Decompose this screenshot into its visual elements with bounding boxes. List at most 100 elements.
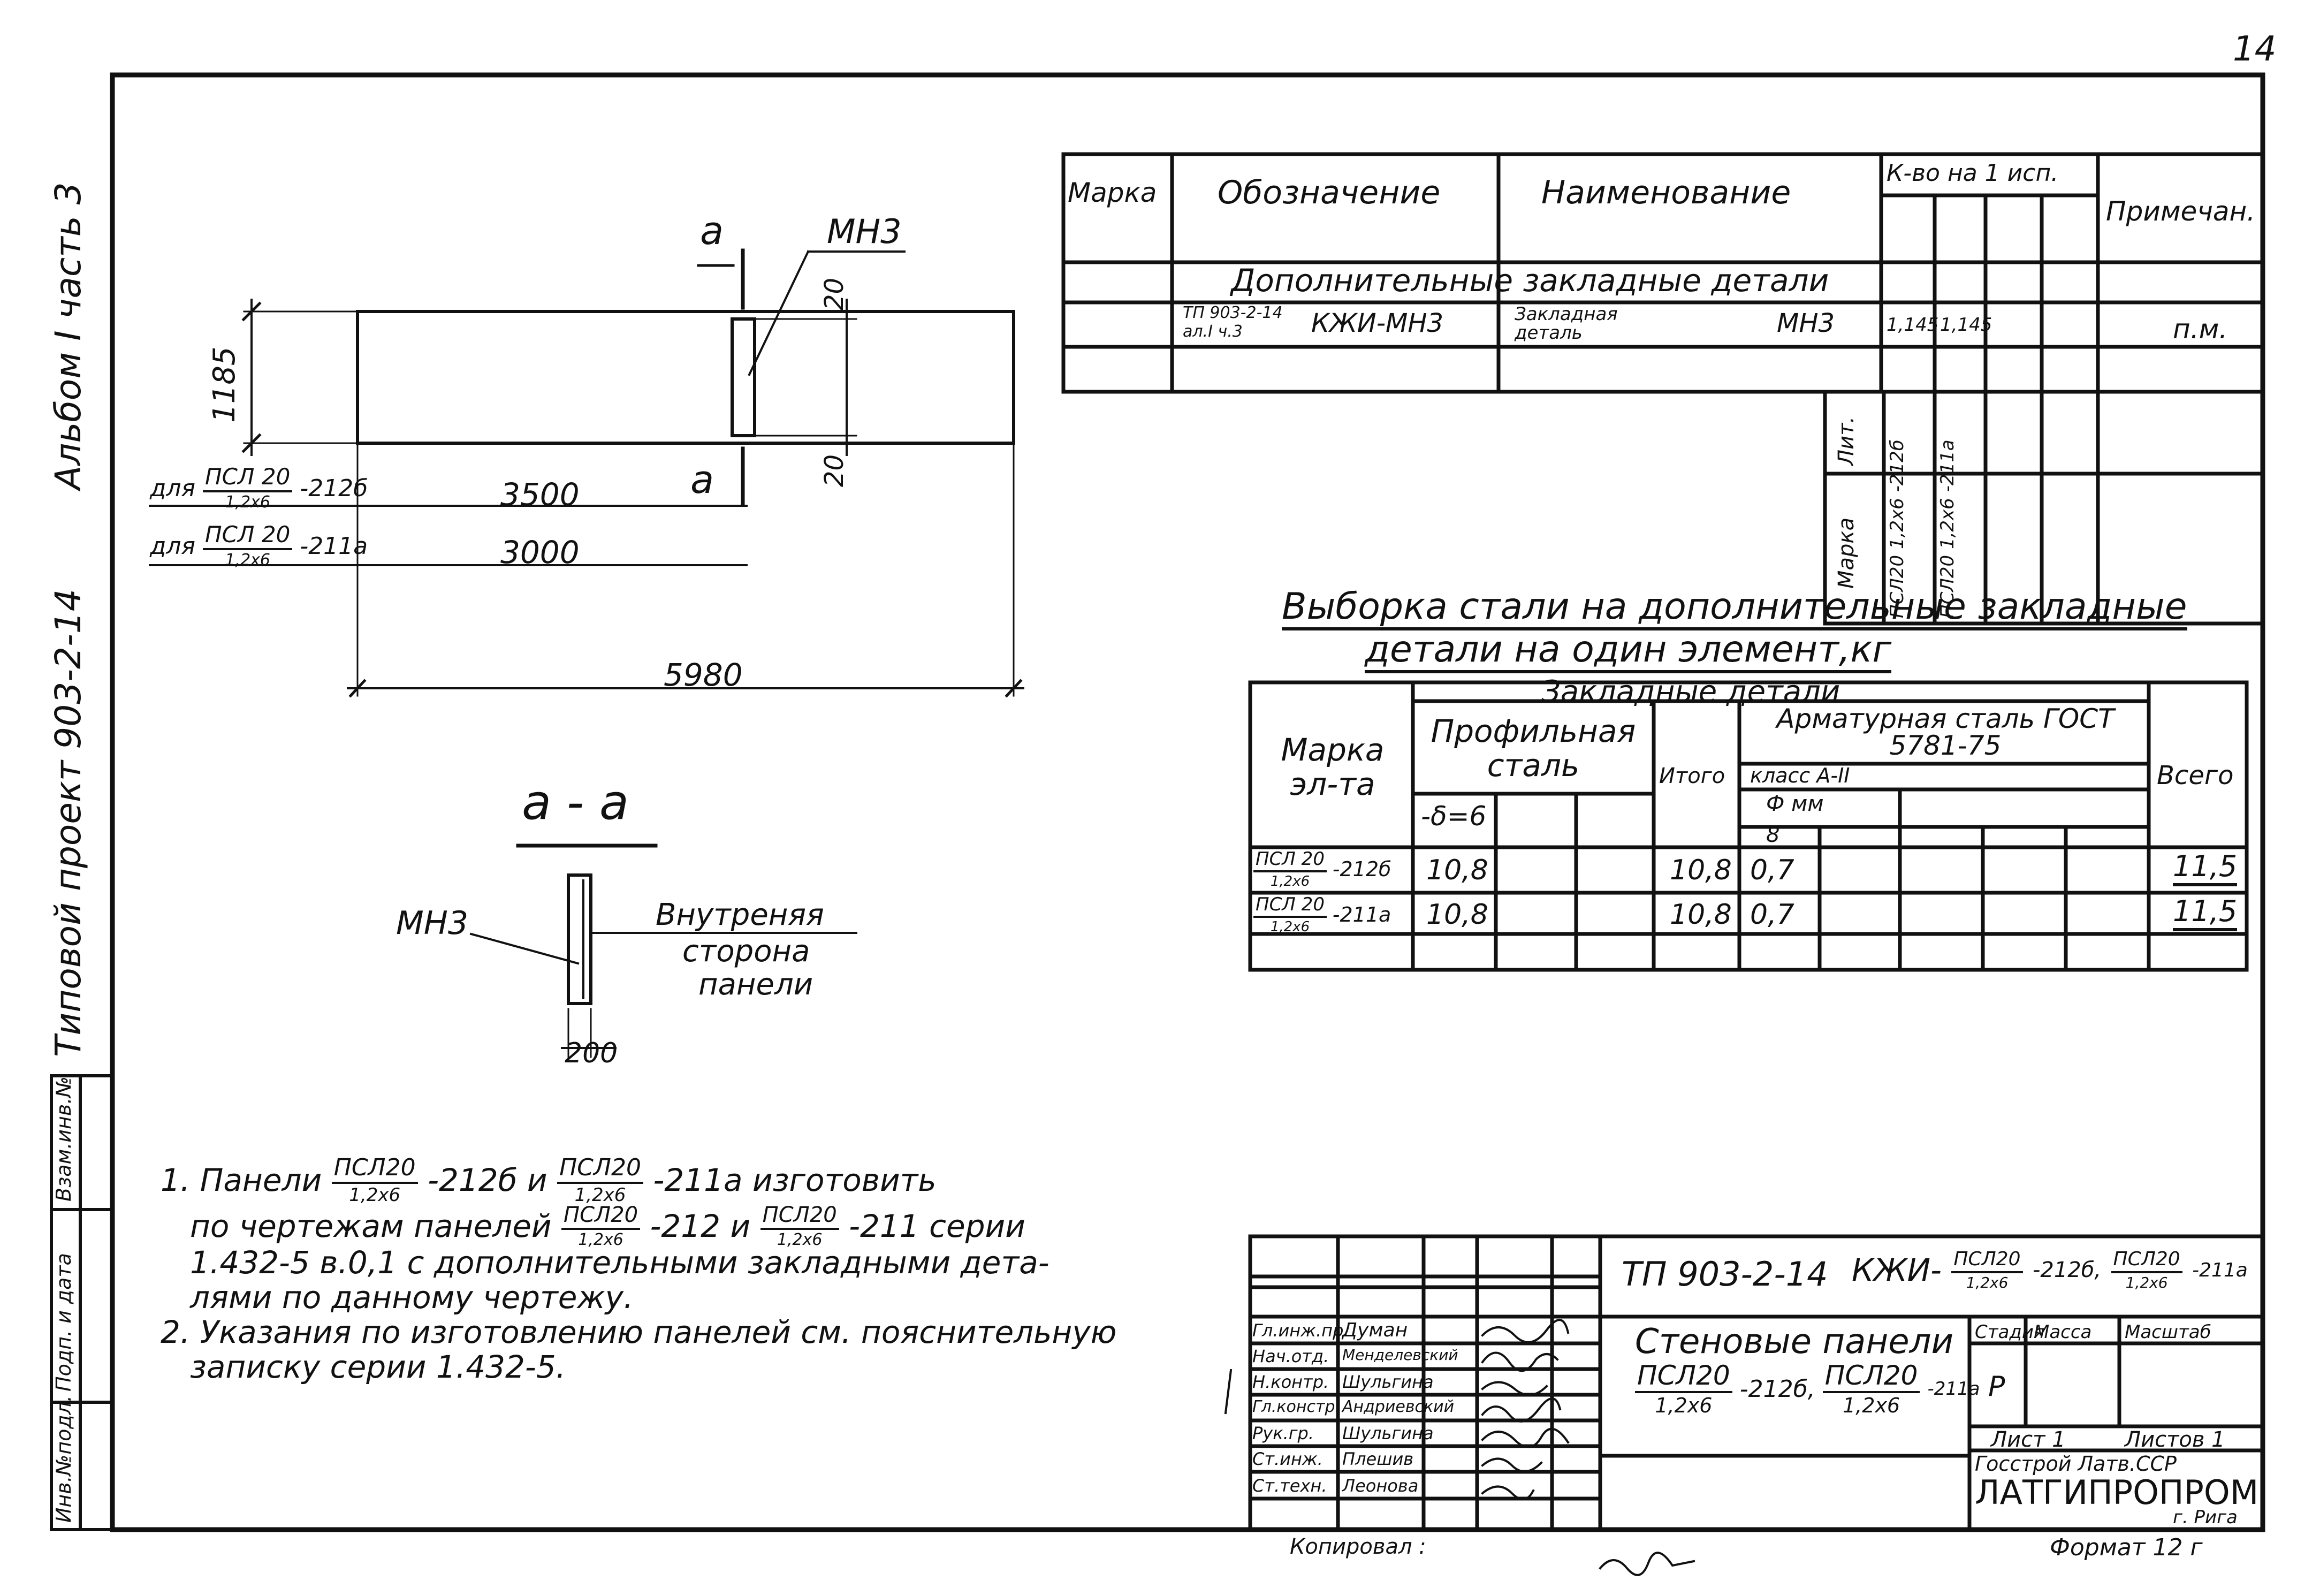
tb-mass-label: Масса	[2034, 1321, 2092, 1343]
note1-f1-num: ПСЛ20	[331, 1156, 418, 1184]
tb-title-f1-den: 1,2х6	[1655, 1394, 1713, 1417]
section-mark-top: а	[700, 208, 724, 253]
steel-row2-fraction: ПСЛ 20 1,2х6	[1253, 895, 1327, 934]
tb-kzh: КЖИ- ПСЛ20 1,2х6 -212б, ПСЛ20 1,2х6 -211…	[1852, 1250, 2248, 1290]
inventory-col-3: Взам.инв.№	[52, 1076, 75, 1202]
steel-row1-fraction: ПСЛ 20 1,2х6	[1253, 850, 1327, 888]
tb-person-3-role: Н.контр.	[1252, 1372, 1329, 1392]
tb-person-4-name: Андриевский	[1342, 1397, 1455, 1416]
spec-designation-ref-2: ал.I ч.3	[1183, 322, 1243, 341]
note1-a: 1. Панели	[161, 1162, 322, 1198]
tb-title-f1-num: ПСЛ20	[1635, 1362, 1732, 1393]
inventory-strip	[50, 1074, 114, 1531]
steel-row2-itogo: 10,8	[1670, 899, 1732, 931]
tb-kzh-mid: -212б,	[2032, 1258, 2102, 1282]
note-1-line-3: 1.432-5 в.0,1 с дополнительными закладны…	[190, 1244, 1049, 1281]
tb-person-1-role: Гл.инж.пр.	[1252, 1320, 1349, 1341]
tb-org-1: Госстрой Латв.ССР	[1975, 1452, 2177, 1476]
tb-person-7-role: Ст.техн.	[1252, 1476, 1327, 1496]
tb-kzh-f1-num: ПСЛ20	[1951, 1250, 2023, 1273]
steel-row1-profile: 10,8	[1426, 854, 1488, 886]
tb-person-5-name: Шульгина	[1342, 1423, 1434, 1443]
tb-org-3: г. Рига	[2173, 1507, 2238, 1528]
section-title: а - а	[522, 774, 629, 831]
dim-5980: 5980	[664, 657, 743, 693]
tb-title-end: -211а	[1927, 1378, 1980, 1400]
spec-name-1: Закладная	[1515, 303, 1618, 325]
plan-part-label: МН3	[827, 212, 902, 251]
mark-col1-suffix: -212б	[1887, 439, 1908, 492]
dim-200: 200	[565, 1037, 618, 1069]
tb-kzh-f2-num: ПСЛ20	[2111, 1250, 2182, 1273]
plan-view-lines	[149, 248, 1024, 698]
note-1-line-1: 1. Панели ПСЛ20 1,2х6 -212б и ПСЛ20 1,2х…	[161, 1156, 937, 1205]
dim-top-20: 20	[819, 277, 849, 310]
signature-scribbles	[1481, 1319, 1695, 1576]
note1-f4-den: 1,2х6	[777, 1230, 823, 1249]
steel-row2-total: 11,5	[2173, 897, 2238, 931]
steel-row-1-mark: ПСЛ 20 1,2х6 -212б	[1253, 850, 1391, 888]
inventory-col-1: Инв.№подл.	[52, 1395, 75, 1523]
spec-name-code: МН3	[1777, 308, 1835, 338]
note1-f1: ПСЛ20 1,2х6	[331, 1156, 418, 1204]
tb-kzh-f2-den: 1,2х6	[2125, 1274, 2168, 1291]
tb-stage-value: Р	[1988, 1371, 2005, 1403]
tb-sheets: Листов 1	[2125, 1427, 2225, 1452]
spec-designation-code: КЖИ-МН3	[1311, 308, 1444, 338]
tb-kzh-end: -211а	[2192, 1259, 2248, 1281]
tb-title-f2-den: 1,2х6	[1843, 1394, 1900, 1417]
steel-row2-rebar: 0,7	[1750, 899, 1794, 931]
tb-kzh-prefix: КЖИ-	[1852, 1252, 1942, 1288]
spec-name-2: деталь	[1515, 322, 1583, 344]
steel-row2-den: 1,2х6	[1270, 919, 1310, 935]
note1-f2: ПСЛ20 1,2х6	[557, 1156, 643, 1204]
spec-designation-ref-1: ТП 903-2-14	[1183, 303, 1283, 322]
spec-qty-1: 1,145	[1887, 314, 1939, 336]
spec-note: п.м.	[2173, 314, 2228, 345]
tb-person-7-name: Леонова	[1342, 1476, 1419, 1496]
tb-person-3-name: Шульгина	[1342, 1372, 1434, 1392]
steel-col-mark: Марка эл-та	[1281, 732, 1385, 802]
spec-table-lines	[1061, 152, 2265, 626]
page-number: 14	[2233, 29, 2277, 69]
dim-3500: 3500	[500, 476, 580, 513]
project-label: Типовой проект 903-2-14	[48, 589, 89, 1057]
tb-title-2: ПСЛ20 1,2х6 -212б, ПСЛ20 1,2х6 -211а	[1635, 1362, 1980, 1416]
section-view-lines	[469, 843, 857, 1058]
steel-col-rebar-dia: Ф мм	[1766, 792, 1824, 816]
mark-col1-den: 1,2х6	[1887, 498, 1908, 550]
tb-scale-label: Масштаб	[2125, 1321, 2211, 1343]
note-1-line-2: по чертежам панелей ПСЛ20 1,2х6 -212 и П…	[190, 1204, 1025, 1248]
steel-row1-itogo: 10,8	[1670, 854, 1732, 886]
tb-title-f2: ПСЛ20 1,2х6	[1822, 1362, 1920, 1417]
note1-f4-num: ПСЛ20	[760, 1204, 839, 1230]
steel-group-header: Закладные детали	[1541, 674, 1840, 709]
tb-person-1-name: Думан	[1342, 1319, 1408, 1341]
row2-num: ПСЛ 20	[203, 523, 293, 550]
steel-col-itogo: Итого	[1659, 764, 1725, 788]
tb-title-mid: -212б,	[1739, 1375, 1815, 1403]
spec-header-designation: Обозначение	[1218, 174, 1441, 211]
inventory-col-2: Подп. и дата	[52, 1253, 75, 1392]
tb-person-2-name: Менделевский	[1342, 1346, 1458, 1364]
mark-box-mark: Марка	[1834, 517, 1859, 589]
steel-row1-suffix: -212б	[1332, 857, 1391, 881]
inner-side-label-1: Внутреняя	[656, 898, 824, 932]
steel-col-rebar-class: класс А-II	[1750, 764, 1850, 787]
tb-kzh-f1-den: 1,2х6	[1966, 1274, 2009, 1291]
note-2-line-1: 2. Указания по изготовлению панелей см. …	[161, 1314, 1117, 1350]
spec-header-name: Наименование	[1541, 174, 1791, 211]
note-1-line-4: лями по данному чертежу.	[190, 1279, 634, 1316]
tb-sheet: Лист 1	[1991, 1427, 2066, 1452]
mark-col2-den: 1,2х6	[1937, 498, 1958, 550]
note1-f4: ПСЛ20 1,2х6	[760, 1204, 839, 1248]
inner-side-label-3: панели	[698, 967, 813, 1002]
steel-col-profile-sub: -δ=6	[1421, 801, 1487, 832]
mark-box-lit: Лит.	[1834, 416, 1859, 466]
steel-row2-num: ПСЛ 20	[1253, 895, 1327, 918]
tb-kzh-f2: ПСЛ20 1,2х6	[2111, 1250, 2182, 1290]
steel-row1-rebar: 0,7	[1750, 854, 1794, 886]
spec-header-mark: Марка	[1068, 177, 1157, 208]
